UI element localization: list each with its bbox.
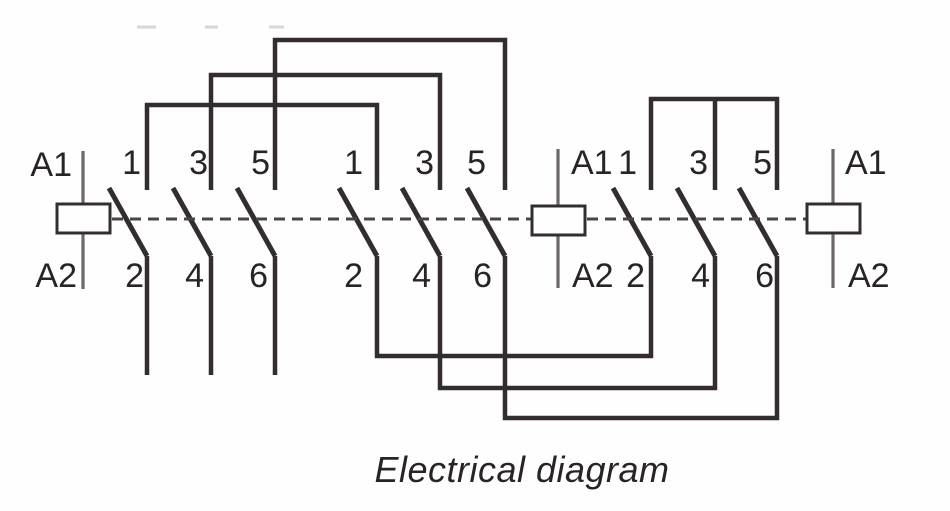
c2-contact-blade-3: [399, 186, 443, 258]
bottom-bus-poles-4: [437, 256, 718, 391]
c2-pole-label-5: 5: [467, 144, 486, 182]
c2-contact-blade-5: [464, 186, 508, 258]
c3-pole-label-6: 6: [755, 257, 774, 295]
c1-pole-label-3: 3: [189, 144, 208, 182]
c3-pole-label-1: 1: [618, 144, 637, 182]
contact-blades: [106, 186, 780, 258]
c3-coil-bottom-label: A2: [848, 257, 890, 295]
coil1-body: [55, 202, 112, 235]
wiring: [144, 37, 780, 421]
c1-pole-label-4: 4: [185, 257, 204, 295]
bottom-bus-poles-6: [502, 256, 780, 421]
coil-leads: [81, 149, 835, 289]
c3-contact-blade-1: [610, 186, 654, 258]
labels: A1 A2 1 3 5 2 4 6 A1 A2 1 3 5 2 4 6 A1 A…: [30, 144, 889, 490]
coil3-body: [805, 202, 862, 235]
c3-coil-top-label: A1: [845, 144, 887, 182]
c2-pole-label-3: 3: [415, 144, 434, 182]
c1-contact-blade-3: [170, 186, 214, 258]
c2-pole-label-1: 1: [344, 144, 363, 182]
top-bus-poles-1: [144, 102, 380, 190]
c2-coil-top-label: A1: [571, 144, 613, 182]
top-bus-poles-5: [272, 37, 508, 190]
c3-pole-label-4: 4: [691, 257, 710, 295]
diagram-caption: Electrical diagram: [374, 449, 669, 490]
c1-coil-top-label: A1: [30, 146, 72, 184]
c1-contact-blade-5: [234, 186, 278, 258]
c3-pole-label-2: 2: [626, 257, 645, 295]
c2-pole-label-4: 4: [412, 257, 431, 295]
c1-pole-label-1: 1: [122, 144, 141, 182]
c3-contact-blade-3: [674, 186, 718, 258]
c2-coil-bottom-label: A2: [572, 257, 614, 295]
top-bus-poles-3: [208, 72, 443, 190]
c1-contact-blade-1: [106, 186, 150, 258]
c1-pole-label-5: 5: [251, 144, 270, 182]
c2-pole-label-2: 2: [344, 257, 363, 295]
c3-pole-label-5: 5: [753, 144, 772, 182]
c1-pole-label-6: 6: [249, 257, 268, 295]
coil-bodies: [55, 202, 862, 237]
c1-pole-label-2: 2: [125, 257, 144, 295]
c2-pole-label-6: 6: [473, 257, 492, 295]
bottom-bus-poles-2: [374, 256, 654, 359]
coil2-body: [530, 204, 587, 237]
c3-contact-blade-5: [736, 186, 780, 258]
c1-coil-bottom-label: A2: [35, 257, 77, 295]
c2-contact-blade-1: [336, 186, 380, 258]
c3-pole-label-3: 3: [689, 144, 708, 182]
